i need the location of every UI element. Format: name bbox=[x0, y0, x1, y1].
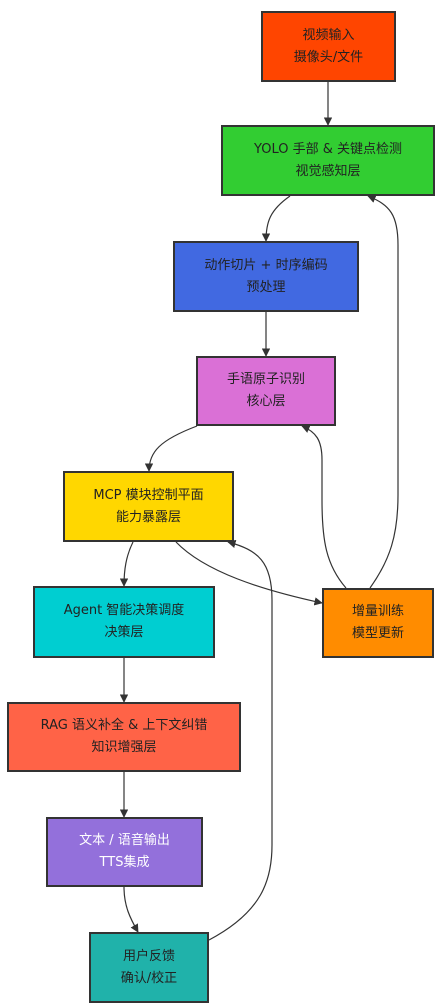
node-subtitle: 摄像头/文件 bbox=[293, 49, 364, 65]
node-title: YOLO 手部 & 关键点检测 bbox=[253, 141, 402, 157]
node-title: 文本 / 语音输出 bbox=[79, 833, 170, 848]
node-subtitle: 预处理 bbox=[246, 279, 286, 295]
node-title: 动作切片 + 时序编码 bbox=[204, 257, 328, 273]
node-subtitle: 视觉感知层 bbox=[295, 163, 361, 179]
edge-feedback-to-mcp bbox=[208, 539, 273, 941]
node-title: MCP 模块控制平面 bbox=[93, 487, 204, 503]
node-title: 视频输入 bbox=[302, 27, 355, 43]
edge-output-to-feedback bbox=[123, 886, 139, 933]
edge-training-to-sign-core bbox=[301, 425, 347, 589]
node-preprocess[interactable]: 动作切片 + 时序编码 预处理 bbox=[173, 241, 359, 312]
node-rag[interactable]: RAG 语义补全 & 上下文纠错 知识增强层 bbox=[7, 702, 241, 772]
node-agent[interactable]: Agent 智能决策调度 决策层 bbox=[33, 586, 215, 658]
node-output[interactable]: 文本 / 语音输出 TTS集成 bbox=[46, 817, 203, 887]
node-title: 增量训练 bbox=[351, 604, 404, 619]
edge-mcp-to-agent bbox=[119, 541, 134, 587]
node-training[interactable]: 增量训练 模型更新 bbox=[322, 588, 434, 658]
node-title: Agent 智能决策调度 bbox=[63, 603, 185, 618]
node-subtitle: 能力暴露层 bbox=[115, 509, 181, 525]
edge-training-to-yolo bbox=[367, 194, 399, 589]
node-title: 用户反馈 bbox=[122, 948, 175, 964]
node-subtitle: TTS集成 bbox=[99, 855, 150, 870]
node-subtitle: 核心层 bbox=[246, 394, 286, 409]
edge-yolo-to-preprocess bbox=[261, 195, 291, 242]
edge-mcp-to-training bbox=[175, 541, 323, 606]
node-subtitle: 确认/校正 bbox=[120, 970, 178, 986]
node-subtitle: 模型更新 bbox=[351, 626, 404, 641]
node-mcp[interactable]: MCP 模块控制平面 能力暴露层 bbox=[63, 471, 234, 542]
node-sign-core[interactable]: 手语原子识别 核心层 bbox=[196, 356, 336, 426]
node-feedback[interactable]: 用户反馈 确认/校正 bbox=[89, 932, 209, 1003]
node-yolo-detection[interactable]: YOLO 手部 & 关键点检测 视觉感知层 bbox=[221, 125, 435, 196]
node-subtitle: 决策层 bbox=[104, 625, 144, 640]
edge-sign-core-to-mcp bbox=[144, 425, 198, 472]
node-video-input[interactable]: 视频输入 摄像头/文件 bbox=[261, 11, 396, 82]
node-title: RAG 语义补全 & 上下文纠错 bbox=[40, 718, 208, 733]
node-subtitle: 知识增强层 bbox=[91, 740, 157, 755]
node-title: 手语原子识别 bbox=[226, 372, 305, 387]
